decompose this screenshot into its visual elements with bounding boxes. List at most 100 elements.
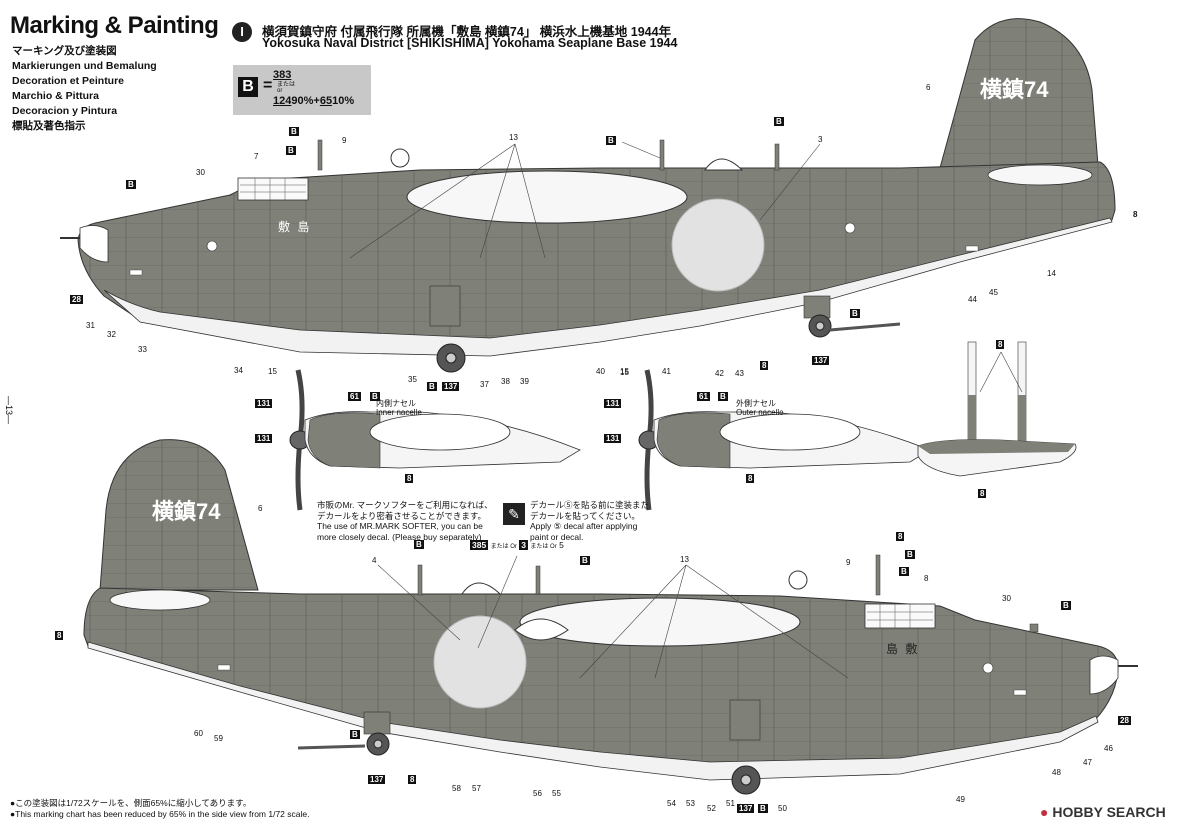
callout-6: 6 <box>926 83 931 92</box>
decal-jp-1: デカール⑤を貼る前に塗装また <box>530 500 650 510</box>
decal-choice: 385 または Or 3 または Or 5 <box>470 540 564 553</box>
callout-49: 49 <box>956 795 965 804</box>
lang-es: Decoracion y Pintura <box>12 105 118 117</box>
color-option-1: 383 <box>273 69 292 81</box>
callout-37: 37 <box>480 380 489 389</box>
color-or-en: or <box>277 88 283 94</box>
softer-en-2: more closely decal. (Please buy separate… <box>317 531 482 542</box>
decal-choice-c: 5 <box>559 540 564 550</box>
callout-b: B <box>718 392 728 401</box>
outer-nacelle-en: Outer nacelle <box>736 408 784 417</box>
lang-jp: マーキング及び塗装図 <box>12 45 117 57</box>
decal-choice-a: 385 <box>470 540 489 550</box>
scale-note-en: ●This marking chart has been reduced by … <box>10 809 310 819</box>
scheme-title-en: Yokosuka Naval District [SHIKISHIMA] Yok… <box>262 36 678 50</box>
callout-40: 40 <box>596 367 605 376</box>
lang-cn: 標貼及著色指示 <box>12 120 86 132</box>
callout-b: B <box>774 117 784 126</box>
callout-131: 131 <box>604 399 622 408</box>
callout-42: 42 <box>715 369 724 378</box>
color-mix-b-pct: 10% <box>332 95 355 107</box>
callout-b: B <box>905 550 915 559</box>
callout-35: 35 <box>408 375 417 384</box>
callout-15: 15 <box>268 367 277 376</box>
nacelle-detail-outer <box>638 369 931 511</box>
float-detail <box>917 341 1077 477</box>
callout-56: 56 <box>533 789 542 798</box>
scheme-title-jp: 横須賀鎮守府 付属飛行隊 所属機「敷島 横鎮74」 横浜水上機基地 1944年 <box>262 25 672 39</box>
callout-57: 57 <box>472 784 481 793</box>
callout-b: B <box>899 567 909 576</box>
leader-lines <box>349 141 1023 679</box>
callout-46: 46 <box>1104 744 1113 753</box>
callout-137: 137 <box>737 804 755 813</box>
callout-137: 137 <box>812 356 830 365</box>
callout-39: 39 <box>520 377 529 386</box>
callout-31: 31 <box>86 321 95 330</box>
lang-de: Markierungen und Bemalung <box>12 60 157 72</box>
callout-131: 131 <box>255 434 273 443</box>
callout-48: 48 <box>1052 768 1061 777</box>
callout-137: 137 <box>442 382 460 391</box>
callout-b: B <box>370 392 380 401</box>
callout-b: B <box>350 730 360 739</box>
callout-b: B <box>850 309 860 318</box>
outer-nacelle-label: 外側ナセル Outer nacelle <box>736 399 784 417</box>
scale-note-jp: ●この塗装図は1/72スケールを、側面65%に縮小してあります。 <box>10 798 252 808</box>
color-mix-a: 124 <box>273 95 292 107</box>
callout-8: 8 <box>1133 210 1138 219</box>
callout-b: B <box>1061 601 1071 610</box>
color-or: または or <box>277 82 295 94</box>
page-title: Marking & Painting <box>10 12 219 39</box>
callout-44: 44 <box>968 295 977 304</box>
callout-8: 8 <box>924 574 929 583</box>
callout-60: 60 <box>194 729 203 738</box>
logo-prefix: HOBBY <box>1052 804 1103 820</box>
lang-fr: Decoration et Peinture <box>12 75 125 87</box>
decal-choice-b: 3 <box>519 540 529 550</box>
callout-b: B <box>126 180 136 189</box>
mark-softer-note: 市販のMr. マークソフターをご利用になれば、 デカールをより密着させることがで… <box>317 500 493 542</box>
color-mix-plus: + <box>313 95 320 107</box>
callout-b: B <box>414 540 424 549</box>
callout-14: 14 <box>1047 269 1056 278</box>
callout-32: 32 <box>107 330 116 339</box>
callout-50: 50 <box>778 804 787 813</box>
color-or-jp: または <box>277 82 296 88</box>
scheme-number-badge: I <box>232 22 252 42</box>
watermark-logo: ● HOBBY SEARCH <box>1040 804 1166 820</box>
decal-jp-2: デカールを貼ってください。 <box>530 510 640 521</box>
decal-choice-or-1: または Or <box>490 544 517 550</box>
nose-name-top: 敷 島 <box>278 220 312 234</box>
callout-8: 8 <box>746 474 755 483</box>
callout-b: B <box>758 804 768 813</box>
inner-nacelle-jp: 内側ナセル <box>376 399 416 408</box>
decal-en-1: Apply ⑤ decal after applying <box>530 521 638 531</box>
callout-9: 9 <box>846 558 851 567</box>
callout-28: 28 <box>70 295 83 304</box>
color-key-equals: = <box>263 77 273 94</box>
callout-4: 4 <box>372 556 377 565</box>
callout-8: 8 <box>996 340 1005 349</box>
callout-34: 34 <box>234 366 243 375</box>
callout-131: 131 <box>604 434 622 443</box>
callout-8: 8 <box>978 489 987 498</box>
callout-30: 30 <box>1002 594 1011 603</box>
callout-47: 47 <box>1083 758 1092 767</box>
inner-nacelle-label: 内側ナセル Inner nacelle <box>376 399 422 417</box>
callout-53: 53 <box>686 799 695 808</box>
callout-8: 8 <box>55 631 64 640</box>
outer-nacelle-jp: 外側ナセル <box>736 399 776 408</box>
callout-52: 52 <box>707 804 716 813</box>
callout-15: 15 <box>620 367 629 376</box>
decal-order-note: デカール⑤を貼る前に塗装また デカールを貼ってください。 Apply ⑤ dec… <box>530 500 649 542</box>
language-list: マーキング及び塗装図 Markierungen und Bemalung Dec… <box>12 44 157 134</box>
callout-b: B <box>286 146 296 155</box>
logo-suffix: SEARCH <box>1106 804 1166 820</box>
callout-b: B <box>289 127 299 136</box>
callout-38: 38 <box>501 377 510 386</box>
callout-15: 15 <box>620 368 629 377</box>
callout-137: 137 <box>368 775 386 784</box>
callout-131: 131 <box>255 399 273 408</box>
